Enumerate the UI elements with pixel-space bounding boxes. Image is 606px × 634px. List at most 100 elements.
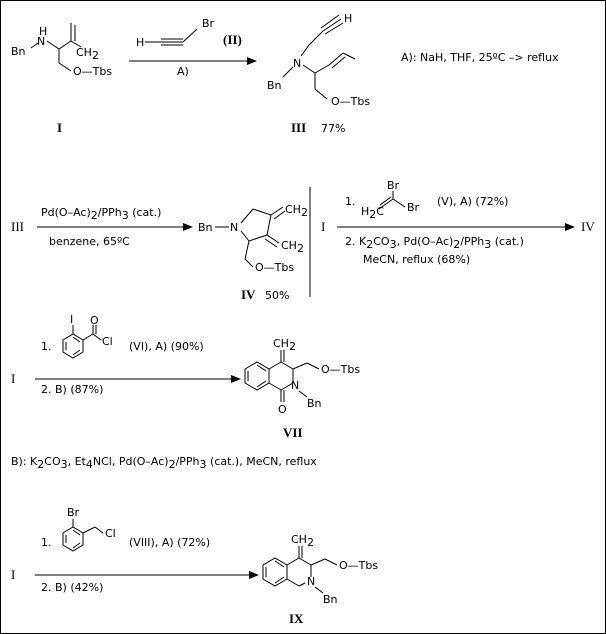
arrowhead [565, 223, 575, 231]
bond [244, 258, 254, 268]
compound-label-III-left: III [11, 219, 24, 234]
benzene-ring [262, 557, 288, 587]
atom-Br: Br [67, 506, 80, 519]
bond [252, 208, 272, 216]
atom-Br: Br [387, 179, 400, 192]
condition-key-A: A): NaH, THF, 25ºC –> reflux [401, 51, 559, 64]
atom-Br: Br [407, 201, 420, 214]
reagent-V-structure: H2C Br Br [361, 179, 420, 221]
label-Bn: Bn [11, 45, 26, 58]
atom-Br: Br [202, 17, 215, 30]
bond [286, 578, 300, 587]
bond [266, 214, 272, 236]
bond [306, 362, 320, 370]
bond [320, 14, 340, 29]
atom-N: N [293, 57, 301, 70]
bond [274, 576, 285, 584]
bond [256, 380, 267, 388]
yield-III: 77% [321, 122, 345, 135]
reagent-VI-structure: I O Cl [62, 313, 113, 359]
atom-N: N [307, 575, 315, 588]
bond [58, 62, 72, 72]
bond [298, 390, 308, 398]
bond [324, 22, 344, 35]
bond [30, 42, 39, 49]
arrowhead [249, 571, 259, 579]
arrowhead [247, 57, 257, 65]
bond [72, 349, 81, 356]
label-Bn: Bn [267, 79, 282, 92]
atom-I: I [70, 313, 73, 326]
bond [270, 206, 284, 216]
bond [266, 234, 280, 244]
bond [379, 196, 392, 206]
compound-I-structure: H N Bn CH2 O—Tbs [11, 23, 112, 78]
step5-top-conditions: (VIII), A) (72%) [129, 536, 210, 549]
label-CH2: CH2 [285, 203, 308, 219]
label-Bn: Bn [307, 397, 322, 410]
bond [314, 586, 324, 594]
bond [273, 210, 286, 220]
bond [314, 64, 330, 74]
bond [280, 361, 294, 370]
condition-key-B: B): K2CO3, Et4NCl, Pd(O–Ac)2/PPh3 (cat.)… [11, 455, 317, 471]
label-OTbs: O—Tbs [331, 95, 370, 108]
bond [280, 382, 294, 391]
atom-H: H [344, 12, 352, 25]
step4-bottom-conditions: 2. B) (87%) [41, 383, 103, 396]
bond [274, 560, 285, 568]
compound-label-IX: IX [289, 611, 304, 626]
compound-label-IV-right: IV [581, 219, 595, 234]
atom-N: N [291, 379, 299, 392]
step3-bottom-line1: 2. K2CO3, Pd(O–Ac)2/PPh3 (cat.) [345, 235, 524, 251]
bond [46, 40, 60, 50]
bond [82, 526, 96, 534]
arrowhead [231, 375, 241, 383]
step3-bottom-line2: MeCN, reflux (68%) [363, 253, 470, 266]
step4-num: 1. [41, 340, 52, 353]
arrow-2-top: Pd(O–Ac)2/PPh3 (cat.) [41, 206, 161, 222]
label-Bn: Bn [323, 593, 338, 606]
label-OTbs: O—Tbs [339, 559, 378, 572]
step4-top-conditions: (VI), A) (90%) [129, 340, 204, 353]
bond [244, 240, 250, 260]
arrowhead [183, 223, 193, 231]
bond [264, 238, 278, 248]
bond [82, 333, 94, 341]
bond [328, 52, 344, 66]
step5-bottom-conditions: 2. B) (42%) [41, 581, 103, 594]
reagent-II-structure: H Br (II) [136, 17, 242, 49]
atom-N: N [37, 35, 45, 48]
bond [286, 557, 300, 566]
label-H2C: H2C [361, 205, 384, 221]
bond [72, 336, 81, 343]
compound-IV-structure: Bn N CH2 CH2 O—Tbs [198, 203, 308, 274]
bond [92, 333, 102, 341]
bond [298, 557, 312, 566]
bond [240, 208, 254, 224]
bond [300, 44, 310, 57]
bond [282, 66, 294, 78]
label-OTbs: O—Tbs [321, 363, 360, 376]
yield-IV: 50% [265, 289, 289, 302]
step3-top-conditions: (V), A) (72%) [437, 195, 508, 208]
bond [292, 362, 308, 370]
bond [331, 56, 346, 69]
bond [308, 30, 324, 46]
compound-IX-structure: CH2 N Bn O—Tbs [262, 533, 378, 606]
bond [268, 361, 282, 370]
bond [378, 198, 394, 210]
benzene-ring [244, 361, 270, 391]
bond [72, 542, 81, 549]
bond [94, 526, 104, 534]
bond [182, 28, 198, 43]
bond [314, 88, 328, 100]
atom-Cl: Cl [102, 335, 113, 348]
atom-Cl: Cl [105, 527, 116, 540]
bond [310, 558, 326, 566]
label-Bn: Bn [198, 221, 213, 234]
bond [342, 52, 356, 60]
compound-label-IV: IV [241, 287, 256, 302]
bond [268, 382, 282, 391]
